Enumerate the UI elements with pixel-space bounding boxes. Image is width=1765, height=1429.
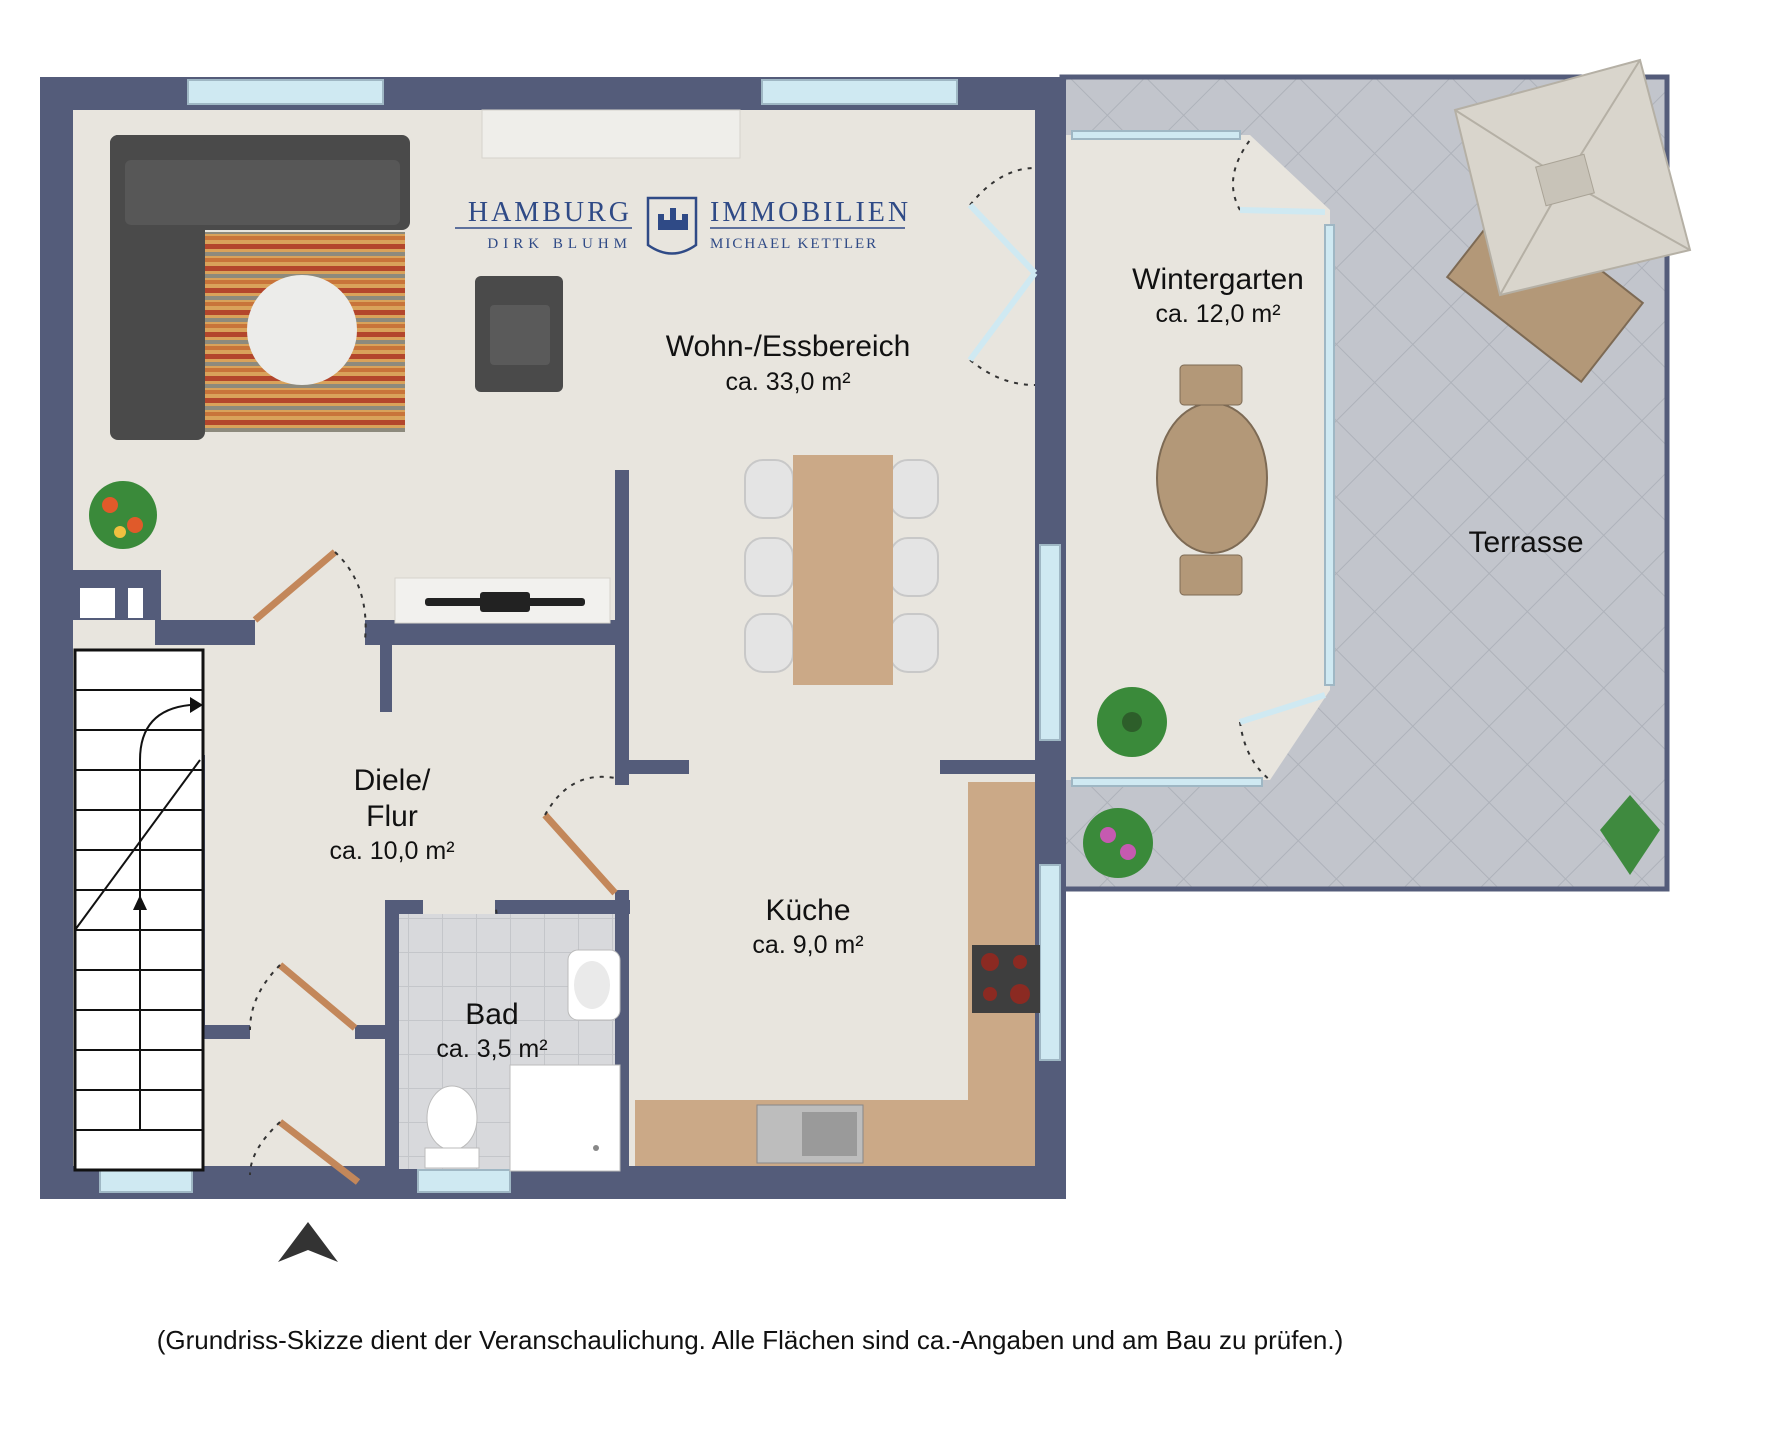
room-name-diele-line2: Flur [366, 800, 418, 833]
room-name-wohn-essbereich: Wohn-/Essbereich [666, 330, 911, 363]
armchair-icon [475, 276, 563, 392]
room-name-wintergarten: Wintergarten [1132, 263, 1304, 296]
logo-word-right: IMMOBILIEN [710, 197, 911, 228]
radiator [80, 588, 143, 618]
windows [99, 79, 1335, 1193]
washbasin-icon [567, 949, 621, 1021]
room-area-bad: ca. 3,5 m² [436, 1035, 547, 1063]
plant-icon [1083, 808, 1153, 878]
plant-icon [1097, 687, 1167, 757]
disclaimer-caption: (Grundriss-Skizze dient der Veranschauli… [156, 1325, 1344, 1355]
crest-icon [646, 196, 698, 255]
shower-icon [509, 1064, 621, 1172]
dining-set [744, 455, 939, 685]
logo-name-left: DIRK BLUHM [487, 236, 632, 252]
sink-icon [756, 1104, 864, 1164]
coffee-table [247, 275, 357, 385]
room-area-wintergarten: ca. 12,0 m² [1155, 300, 1280, 328]
room-labels: Wohn-/Essbereich ca. 33,0 m² Wintergarte… [329, 263, 1583, 1063]
garden-table-icon [1156, 364, 1268, 596]
plant-icon [89, 481, 157, 549]
stove-icon [972, 945, 1040, 1013]
logo: HAMBURG IMMOBILIEN DIRK BLUHM MICHAEL KE… [455, 196, 911, 255]
sofa-icon [110, 135, 410, 440]
room-area-kueche: ca. 9,0 m² [752, 931, 863, 959]
parasol-icon [1453, 58, 1692, 297]
room-area-wohn-essbereich: ca. 33,0 m² [725, 368, 850, 396]
tv-icon [394, 577, 611, 624]
room-name-diele-line1: Diele/ [354, 764, 431, 797]
room-name-kueche: Küche [765, 894, 850, 927]
entrance-arrow-icon [278, 1222, 338, 1262]
toilet-icon [424, 1085, 480, 1169]
logo-word-left: HAMBURG [468, 197, 632, 228]
room-area-diele: ca. 10,0 m² [329, 837, 454, 865]
logo-name-right: MICHAEL KETTLER [710, 236, 878, 252]
staircase-icon [73, 648, 205, 1172]
sideboard [481, 109, 741, 159]
room-name-bad: Bad [465, 998, 518, 1031]
room-name-terrasse: Terrasse [1468, 526, 1583, 559]
plant-icon [1600, 795, 1660, 875]
